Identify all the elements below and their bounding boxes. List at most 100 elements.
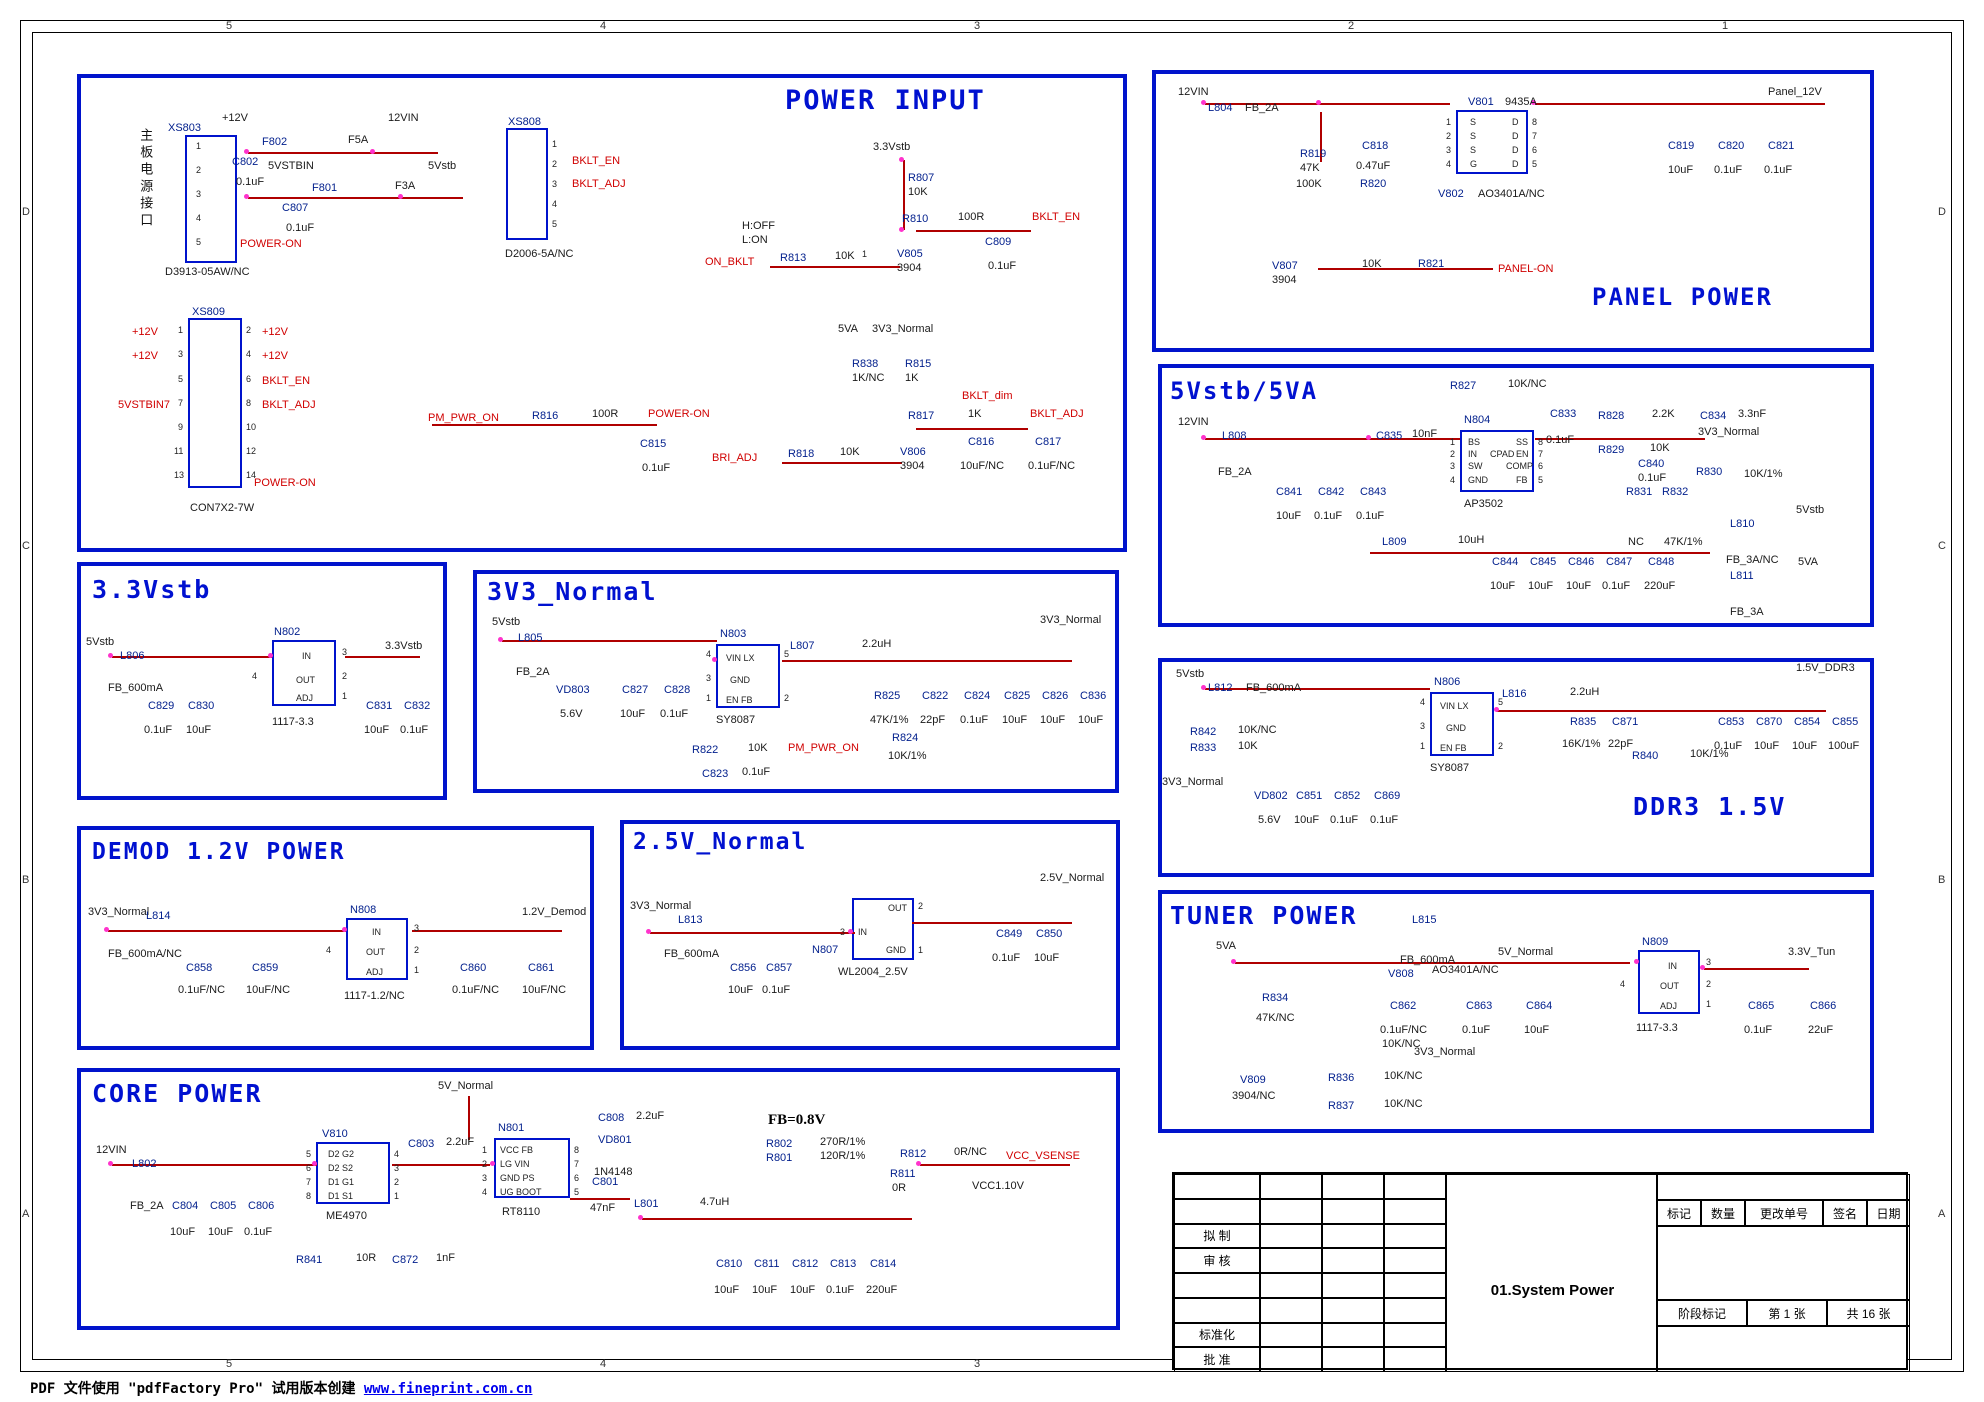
label-3: 3 bbox=[196, 189, 202, 199]
junction-dot-11 bbox=[1201, 685, 1206, 690]
label-10uf-nc: 10uF/NC bbox=[246, 984, 291, 996]
label-1: 1 bbox=[918, 945, 924, 955]
label-bklt-en: BKLT_EN bbox=[1032, 211, 1081, 223]
junction-dot-17 bbox=[104, 927, 109, 932]
label-3.3vstb: 3.3Vstb bbox=[873, 141, 911, 153]
junction-dot-13 bbox=[108, 653, 113, 658]
label-3: 3 bbox=[974, 20, 981, 32]
chip-n807 bbox=[852, 898, 914, 960]
grid-cell-7-1 bbox=[1260, 1347, 1322, 1372]
wire-14 bbox=[1370, 552, 1710, 554]
label-7: 7 bbox=[1538, 449, 1544, 459]
label-c802: C802 bbox=[232, 156, 259, 168]
label-c816: C816 bbox=[968, 436, 995, 448]
label-1: 1 bbox=[178, 325, 184, 335]
label-1.2v-demod: 1.2V_Demod bbox=[522, 906, 587, 918]
approval-cell-3: 审 核 bbox=[1174, 1248, 1260, 1273]
wire-9 bbox=[1535, 103, 1825, 105]
label-1117-3.3: 1117-3.3 bbox=[272, 716, 314, 728]
label-2: 2 bbox=[1498, 741, 1504, 751]
label-5va: 5VA bbox=[1798, 556, 1818, 568]
footer-url-link[interactable]: www.fineprint.com.cn bbox=[363, 1381, 533, 1397]
label-2.2uh: 2.2uH bbox=[1570, 686, 1600, 698]
label-10uf: 10uF bbox=[208, 1226, 234, 1238]
label-10k: 10K bbox=[908, 186, 928, 198]
grid-cell-0-3 bbox=[1384, 1174, 1446, 1199]
grid-cell-2-1 bbox=[1260, 1223, 1322, 1249]
label-1: 1 bbox=[1722, 20, 1729, 32]
label-r837: R837 bbox=[1328, 1100, 1355, 1112]
label-power-input: POWER INPUT bbox=[785, 85, 986, 116]
label-c850: C850 bbox=[1036, 928, 1063, 940]
label-6: 6 bbox=[246, 374, 252, 384]
label-r830: R830 bbox=[1696, 466, 1723, 478]
label-l805: L805 bbox=[518, 632, 543, 644]
label-5: 5 bbox=[1498, 697, 1504, 707]
block-panel-power bbox=[1152, 70, 1874, 352]
label-f5a: F5A bbox=[348, 134, 369, 146]
label-xs808: XS808 bbox=[508, 116, 542, 128]
label-0.1uf: 0.1uF bbox=[1462, 1024, 1491, 1036]
label-fb-2a: FB_2A bbox=[1245, 102, 1279, 114]
label-adj: ADJ bbox=[296, 693, 314, 703]
label-9435a: 9435A bbox=[1505, 96, 1537, 108]
label-5: 5 bbox=[784, 649, 790, 659]
label-2: 2 bbox=[552, 159, 558, 169]
label-0.1uf-nc: 0.1uF/NC bbox=[452, 984, 500, 996]
junction-dot-1 bbox=[370, 149, 375, 154]
label-3.3vstb: 3.3Vstb bbox=[385, 640, 423, 652]
label-0.47uf: 0.47uF bbox=[1356, 160, 1391, 172]
label-12v: +12V bbox=[222, 112, 248, 124]
label-1: 1 bbox=[394, 1191, 400, 1201]
label-r820: R820 bbox=[1360, 178, 1387, 190]
label-12vin: 12VIN bbox=[1178, 86, 1209, 98]
label-10uf: 10uF bbox=[620, 708, 646, 720]
label-v810: V810 bbox=[322, 1128, 348, 1140]
label-10k: 10K bbox=[840, 446, 860, 458]
label-c844: C844 bbox=[1492, 556, 1519, 568]
document-title: 01.System Power bbox=[1490, 1282, 1615, 1299]
label-10uf: 10uF bbox=[1034, 952, 1060, 964]
label-d2006-5a-nc: D2006-5A/NC bbox=[505, 248, 574, 260]
wire-13 bbox=[1535, 438, 1705, 440]
label-fb-600ma-nc: FB_600mA/NC bbox=[108, 948, 182, 960]
label-b: B bbox=[1938, 874, 1946, 886]
label-2.2uf: 2.2uF bbox=[446, 1136, 475, 1148]
junction-dot-19 bbox=[646, 929, 651, 934]
wire-3 bbox=[770, 266, 900, 268]
label-s: S bbox=[1470, 145, 1477, 155]
label-r841: R841 bbox=[296, 1254, 323, 1266]
label-12: 12 bbox=[246, 446, 257, 456]
wire-4 bbox=[782, 462, 902, 464]
label-out: OUT bbox=[1660, 981, 1679, 991]
label-3v3-normal: 3V3_Normal bbox=[1698, 426, 1760, 438]
label-3v3-normal: 3V3_Normal bbox=[630, 900, 692, 912]
label-4.7uh: 4.7uH bbox=[700, 1196, 730, 1208]
label-5vstb: 5Vstb bbox=[492, 616, 521, 628]
label-c834: C834 bbox=[1700, 410, 1727, 422]
chip-n806 bbox=[1430, 692, 1494, 756]
label-in: IN bbox=[1468, 449, 1477, 459]
approval-cell-7: 批 准 bbox=[1174, 1347, 1260, 1372]
block-power-input bbox=[77, 74, 1127, 552]
label-in: IN bbox=[858, 927, 867, 937]
label-c821: C821 bbox=[1768, 140, 1795, 152]
label-0.1uf-nc: 0.1uF/NC bbox=[1380, 1024, 1428, 1036]
block-3v3-stb bbox=[77, 562, 447, 800]
label-3: 3 bbox=[482, 1173, 488, 1183]
label-12vin: 12VIN bbox=[388, 112, 419, 124]
label-c828: C828 bbox=[664, 684, 691, 696]
label-3v3-normal: 3V3_Normal bbox=[487, 577, 658, 606]
label-bklt-adj: BKLT_ADJ bbox=[572, 178, 626, 190]
label-0.1uf-nc: 0.1uF/NC bbox=[1028, 460, 1076, 472]
label-c825: C825 bbox=[1004, 690, 1031, 702]
label-nc: NC bbox=[1628, 536, 1644, 548]
label-r815: R815 bbox=[905, 358, 932, 370]
label-l816: L816 bbox=[1502, 688, 1527, 700]
label-10nf: 10nF bbox=[1412, 428, 1438, 440]
label-c836: C836 bbox=[1080, 690, 1107, 702]
wire-31 bbox=[920, 1164, 1070, 1166]
label-comp: COMP bbox=[1506, 461, 1533, 471]
label-en-fb: EN FB bbox=[1440, 743, 1467, 753]
label-10uf: 10uF bbox=[186, 724, 212, 736]
